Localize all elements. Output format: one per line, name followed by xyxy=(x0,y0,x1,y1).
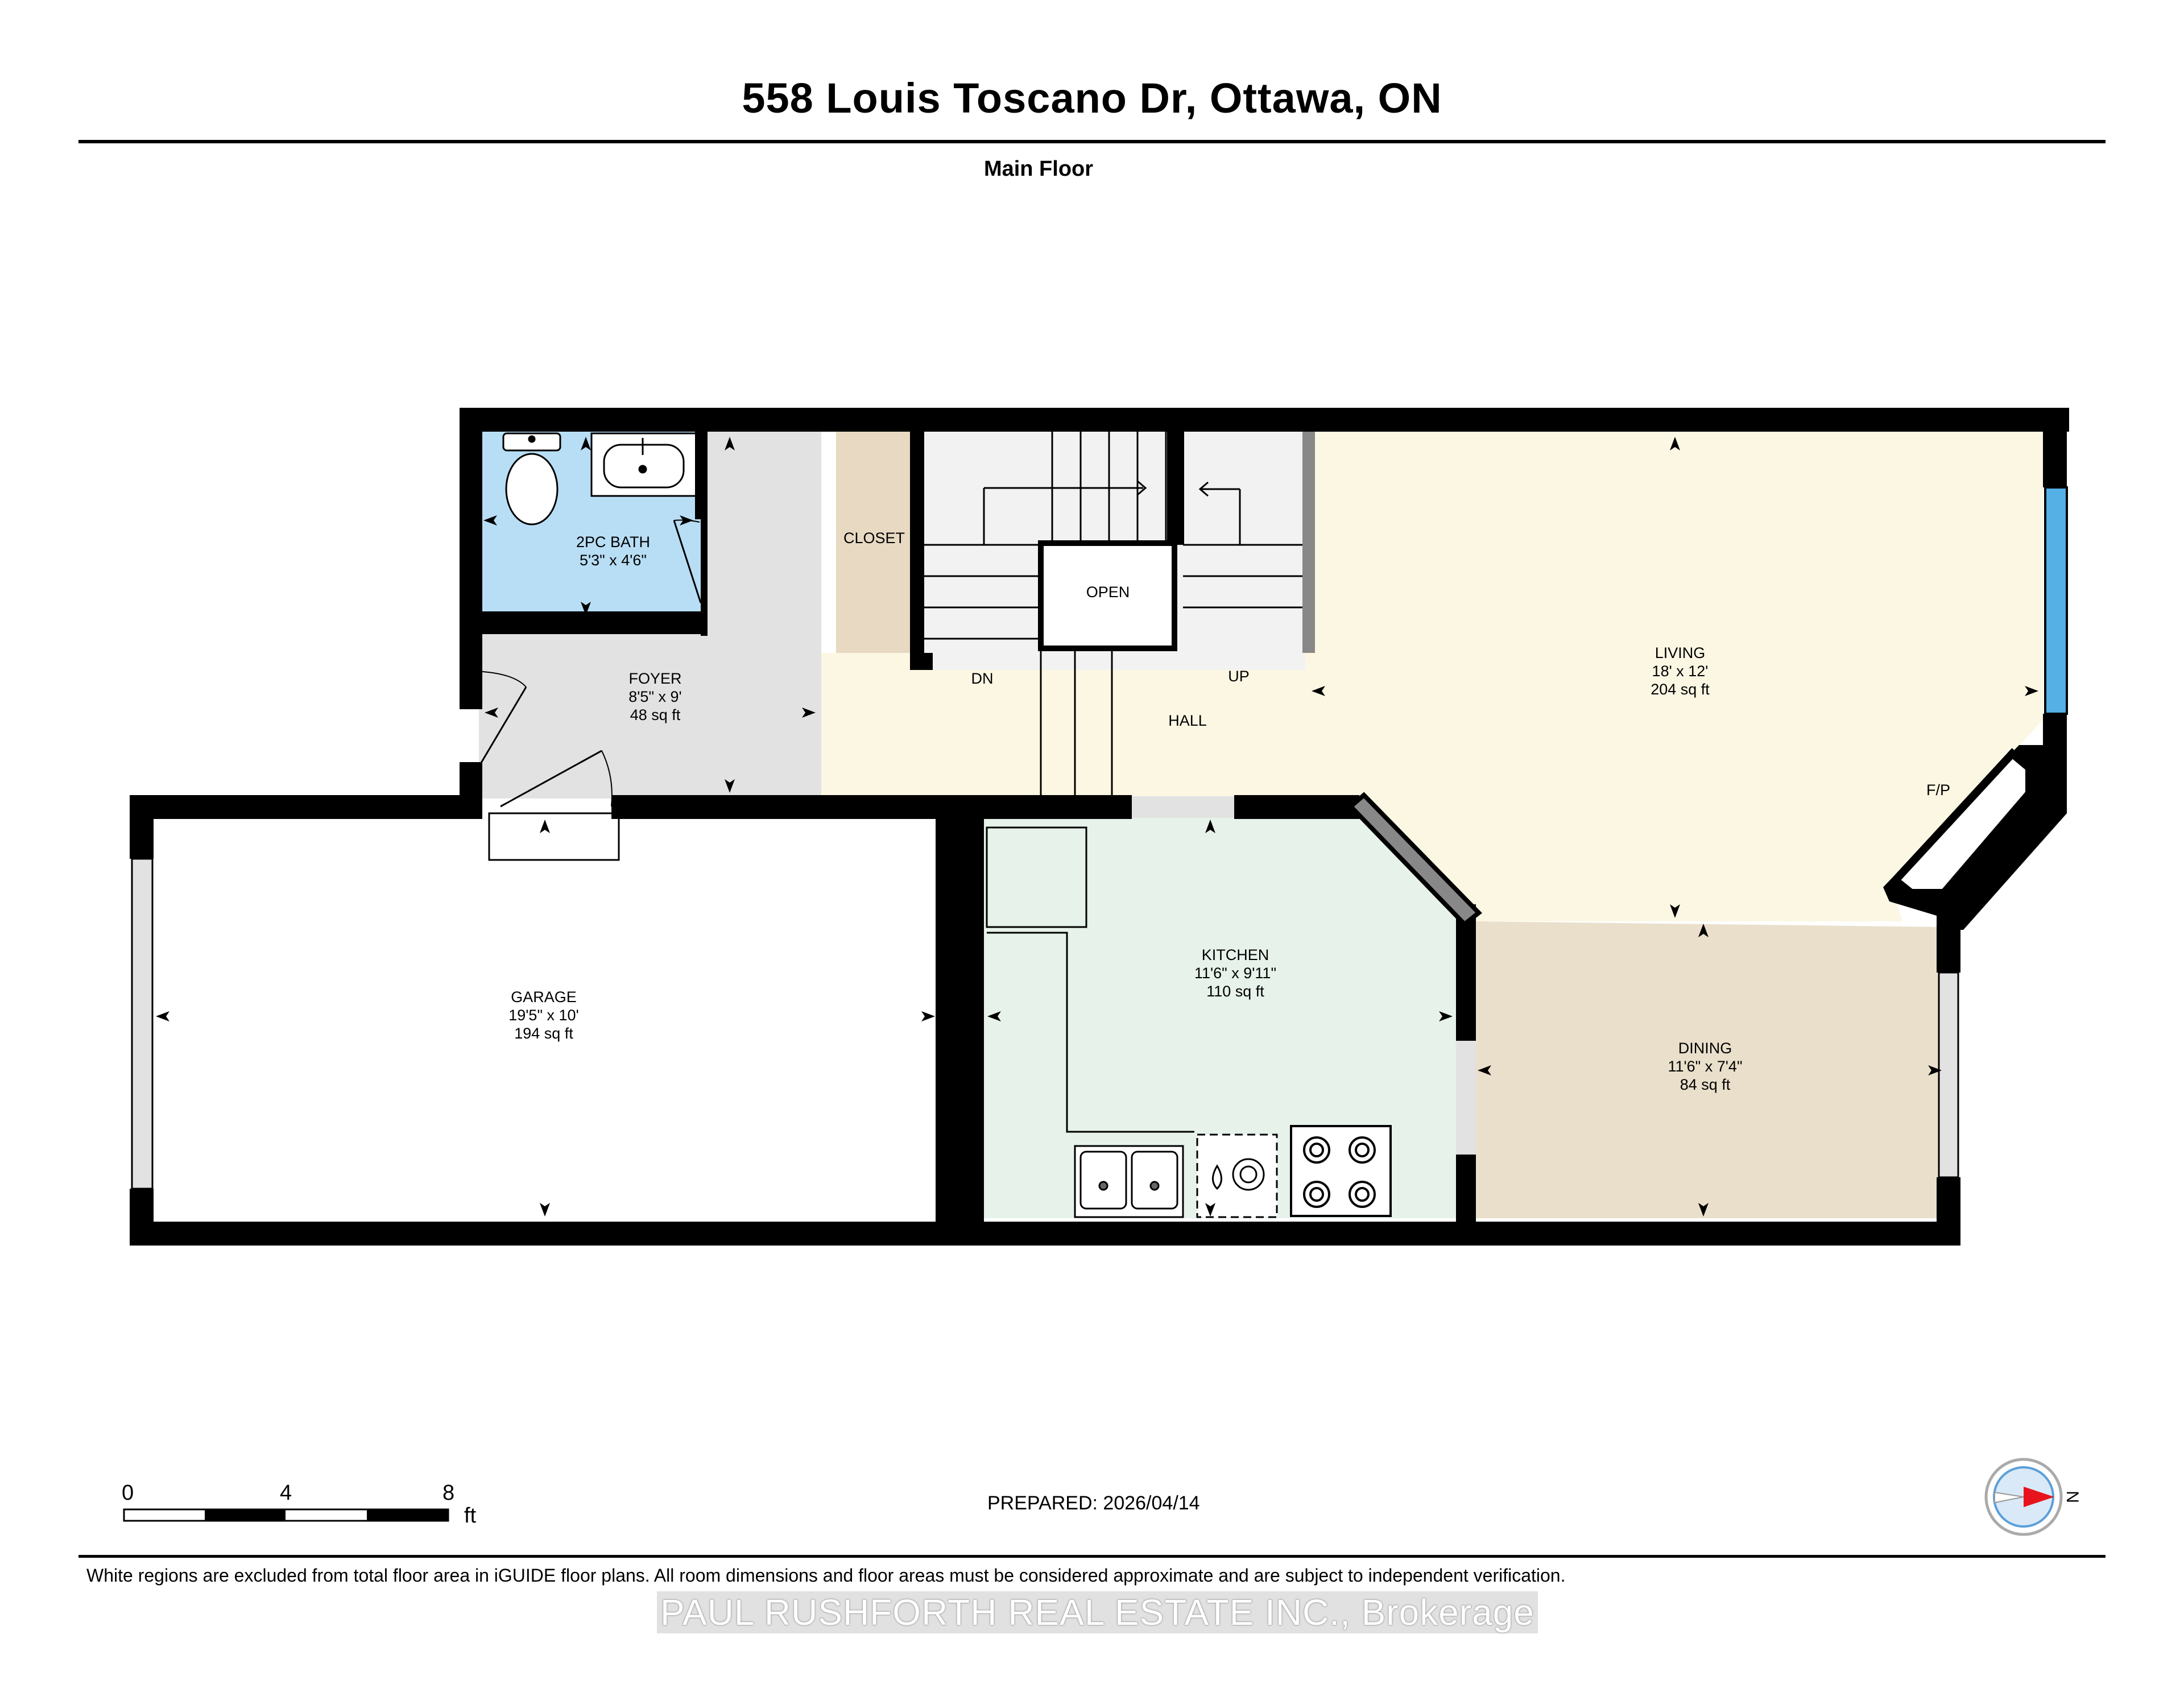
entry-step xyxy=(488,812,620,861)
brokerage-watermark: PAUL RUSHFORTH REAL ESTATE INC., Brokera… xyxy=(657,1591,1538,1633)
kitchen-dims: 11'6" x 9'11" xyxy=(1194,965,1276,982)
hall-label: HALL xyxy=(1168,712,1207,729)
dn-label: DN xyxy=(971,670,994,687)
garage-door-swing xyxy=(500,750,602,808)
property-address: 558 Louis Toscano Dr, Ottawa, ON xyxy=(742,75,1442,122)
scale-unit: ft xyxy=(464,1504,477,1528)
foyer-floor xyxy=(479,628,821,799)
compass-icon xyxy=(1984,1458,2063,1536)
garage-dims: 19'5" x 10' xyxy=(508,1007,578,1024)
dining-floor xyxy=(1476,921,1944,1218)
bath-label: 2PC BATH xyxy=(576,533,650,551)
fireplace xyxy=(1893,748,2033,897)
dining-label: DINING xyxy=(1678,1040,1732,1057)
up-label: UP xyxy=(1228,668,1250,685)
stove-icon xyxy=(1290,1125,1392,1217)
open-label: OPEN xyxy=(1086,584,1130,601)
garage-window xyxy=(131,858,154,1190)
garage-label: GARAGE xyxy=(511,988,577,1006)
open-well xyxy=(1038,540,1177,651)
footer-rule xyxy=(78,1555,2106,1558)
double-sink-icon xyxy=(1074,1145,1184,1218)
toilet-icon xyxy=(502,432,561,526)
kitchen-side-gap xyxy=(1456,1041,1476,1155)
closet-floor xyxy=(836,431,910,653)
fireplace-label: F/P xyxy=(1926,781,1950,799)
kitchen-angled-window xyxy=(1347,792,1482,928)
kitchen-label: KITCHEN xyxy=(1202,946,1269,963)
dining-window xyxy=(1938,971,1959,1178)
sink-icon xyxy=(590,432,701,497)
foyer-dims: 8'5" x 9' xyxy=(628,688,681,705)
compass-north-label: N xyxy=(2063,1491,2082,1503)
scale-tick-4: 4 xyxy=(280,1481,292,1505)
scale-tick-8: 8 xyxy=(442,1481,455,1505)
foyer-label: FOYER xyxy=(628,670,681,687)
prepared-date: PREPARED: 2026/04/14 xyxy=(987,1492,1200,1514)
garage-area: 194 sq ft xyxy=(514,1025,573,1042)
floor-name: Main Floor xyxy=(983,157,1094,181)
scale-bar xyxy=(123,1508,449,1522)
foyer-upper-floor xyxy=(705,431,821,628)
header-rule xyxy=(78,140,2106,143)
living-area: 204 sq ft xyxy=(1651,681,1710,698)
stair-railing xyxy=(1302,431,1315,653)
kitchen-area: 110 sq ft xyxy=(1206,983,1264,1000)
kitchen-floor xyxy=(984,799,1465,1218)
living-window xyxy=(2044,486,2068,715)
living-dims: 18' x 12' xyxy=(1652,663,1709,680)
hall-doorway-gap xyxy=(1132,796,1234,818)
bath-door-swing xyxy=(673,520,702,603)
scale-tick-0: 0 xyxy=(122,1481,134,1505)
closet-label: CLOSET xyxy=(843,529,905,547)
dishwasher-icon xyxy=(1196,1133,1278,1218)
disclaimer-text: White regions are excluded from total fl… xyxy=(86,1565,1566,1586)
dining-dims: 11'6" x 7'4" xyxy=(1668,1058,1742,1075)
dining-area: 84 sq ft xyxy=(1680,1076,1731,1093)
foyer-area: 48 sq ft xyxy=(630,706,681,723)
living-label: LIVING xyxy=(1655,644,1706,661)
bath-dims: 5'3" x 4'6" xyxy=(580,552,647,569)
staircase xyxy=(924,431,1305,796)
